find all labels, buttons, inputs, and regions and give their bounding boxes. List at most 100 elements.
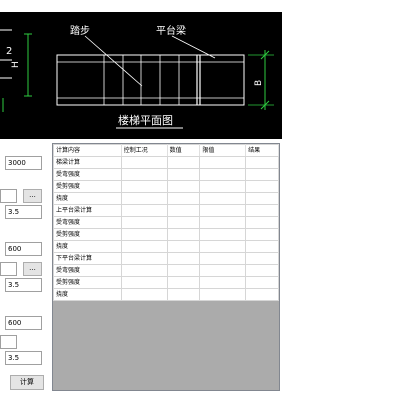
label-pingtailiang: 平台梁	[156, 24, 186, 37]
table-row[interactable]: 受弯强度	[53, 168, 279, 181]
table-cell[interactable]	[245, 192, 279, 205]
table-cell[interactable]	[245, 288, 279, 301]
table-row[interactable]: 挠度	[53, 288, 279, 301]
table-row[interactable]: 挠度	[53, 240, 279, 253]
table-cell[interactable]	[245, 240, 279, 253]
column-header[interactable]: 数值	[166, 144, 201, 157]
table-cell[interactable]	[166, 264, 201, 277]
stair-plan-drawing: 2 H 踏步 平台梁 B 楼梯平面图	[0, 12, 282, 139]
column-header[interactable]: 控制工况	[120, 144, 168, 157]
group1-input-1[interactable]: 3000	[5, 156, 42, 170]
table-cell[interactable]: 受弯强度	[53, 264, 122, 277]
table-cell[interactable]	[199, 288, 247, 301]
group1-input-2[interactable]	[0, 189, 17, 203]
table-cell[interactable]	[166, 276, 201, 289]
label-tabu: 踏步	[70, 24, 90, 37]
table-cell[interactable]	[245, 216, 279, 229]
parameter-panel: 3000 ... 3.5 600 ... 3.5 600 3.5 计算	[0, 140, 50, 400]
table-cell[interactable]: 上平台梁计算	[53, 204, 122, 217]
table-cell[interactable]: 受剪强度	[53, 276, 122, 289]
table-cell[interactable]	[199, 192, 247, 205]
table-header-row: 计算内容 控制工况 数值 限值 结果	[53, 144, 279, 157]
column-header[interactable]: 限值	[199, 144, 247, 157]
table-row[interactable]: 受剪强度	[53, 228, 279, 241]
stair-plan-svg: 2 H 踏步 平台梁 B 楼梯平面图	[0, 24, 274, 129]
table-cell[interactable]	[166, 168, 201, 181]
results-table: 计算内容 控制工况 数值 限值 结果 梯梁计算受弯强度受剪强度挠度上平台梁计算受…	[53, 144, 279, 301]
table-cell[interactable]: 挠度	[53, 240, 122, 253]
table-cell[interactable]	[245, 252, 279, 265]
table-cell[interactable]	[199, 228, 247, 241]
table-cell[interactable]	[120, 180, 168, 193]
table-row[interactable]: 受剪强度	[53, 180, 279, 193]
table-cell[interactable]: 受弯强度	[53, 168, 122, 181]
table-row[interactable]: 上平台梁计算	[53, 204, 279, 217]
table-cell[interactable]	[166, 180, 201, 193]
group1-input-3[interactable]: 3.5	[5, 205, 42, 219]
calculate-button[interactable]: 计算	[10, 375, 44, 390]
table-cell[interactable]	[120, 264, 168, 277]
table-cell[interactable]	[245, 168, 279, 181]
table-cell[interactable]: 挠度	[53, 288, 122, 301]
group3-input-1[interactable]: 600	[5, 316, 42, 330]
group3-input-3[interactable]: 3.5	[5, 351, 42, 365]
table-cell[interactable]	[120, 204, 168, 217]
table-cell[interactable]	[245, 276, 279, 289]
table-cell[interactable]	[199, 204, 247, 217]
table-cell[interactable]	[120, 168, 168, 181]
table-cell[interactable]	[245, 180, 279, 193]
table-cell[interactable]	[199, 216, 247, 229]
table-cell[interactable]	[166, 240, 201, 253]
table-cell[interactable]	[166, 288, 201, 301]
table-cell[interactable]	[120, 288, 168, 301]
table-cell[interactable]	[120, 192, 168, 205]
dim-h-label: H	[11, 61, 21, 68]
table-cell[interactable]: 下平台梁计算	[53, 252, 122, 265]
table-cell[interactable]	[199, 180, 247, 193]
group2-input-2[interactable]	[0, 262, 17, 276]
table-cell[interactable]	[245, 228, 279, 241]
table-cell[interactable]: 梯梁计算	[53, 156, 122, 169]
table-row[interactable]: 下平台梁计算	[53, 252, 279, 265]
table-row[interactable]: 梯梁计算	[53, 156, 279, 169]
table-cell[interactable]	[166, 192, 201, 205]
table-cell[interactable]	[166, 252, 201, 265]
table-cell[interactable]	[245, 204, 279, 217]
table-cell[interactable]	[166, 228, 201, 241]
table-row[interactable]: 受弯强度	[53, 264, 279, 277]
column-header[interactable]: 计算内容	[53, 144, 122, 157]
table-cell[interactable]	[199, 264, 247, 277]
table-cell[interactable]	[120, 216, 168, 229]
table-cell[interactable]	[199, 156, 247, 169]
results-grid: 计算内容 控制工况 数值 限值 结果 梯梁计算受弯强度受剪强度挠度上平台梁计算受…	[52, 143, 280, 391]
table-cell[interactable]	[199, 252, 247, 265]
group2-input-1[interactable]: 600	[5, 242, 42, 256]
table-cell[interactable]	[199, 168, 247, 181]
table-cell[interactable]	[166, 156, 201, 169]
table-cell[interactable]	[199, 240, 247, 253]
table-cell[interactable]	[166, 216, 201, 229]
table-cell[interactable]	[245, 264, 279, 277]
group2-input-3[interactable]: 3.5	[5, 278, 42, 292]
table-cell[interactable]: 受剪强度	[53, 228, 122, 241]
group1-browse-button[interactable]: ...	[23, 189, 42, 203]
group2-browse-button[interactable]: ...	[23, 262, 42, 276]
group3-input-2[interactable]	[0, 335, 17, 349]
dim-2-label: 2	[6, 46, 12, 57]
table-cell[interactable]	[120, 276, 168, 289]
table-cell[interactable]	[199, 276, 247, 289]
table-cell[interactable]	[120, 156, 168, 169]
table-row[interactable]: 受剪强度	[53, 276, 279, 289]
table-cell[interactable]: 受弯强度	[53, 216, 122, 229]
table-cell[interactable]	[166, 204, 201, 217]
table-cell[interactable]	[245, 156, 279, 169]
drawing-caption: 楼梯平面图	[118, 113, 173, 127]
table-row[interactable]: 挠度	[53, 192, 279, 205]
table-cell[interactable]	[120, 240, 168, 253]
table-row[interactable]: 受弯强度	[53, 216, 279, 229]
column-header[interactable]: 结果	[245, 144, 279, 157]
table-cell[interactable]: 受剪强度	[53, 180, 122, 193]
table-cell[interactable]	[120, 228, 168, 241]
table-cell[interactable]	[120, 252, 168, 265]
table-cell[interactable]: 挠度	[53, 192, 122, 205]
